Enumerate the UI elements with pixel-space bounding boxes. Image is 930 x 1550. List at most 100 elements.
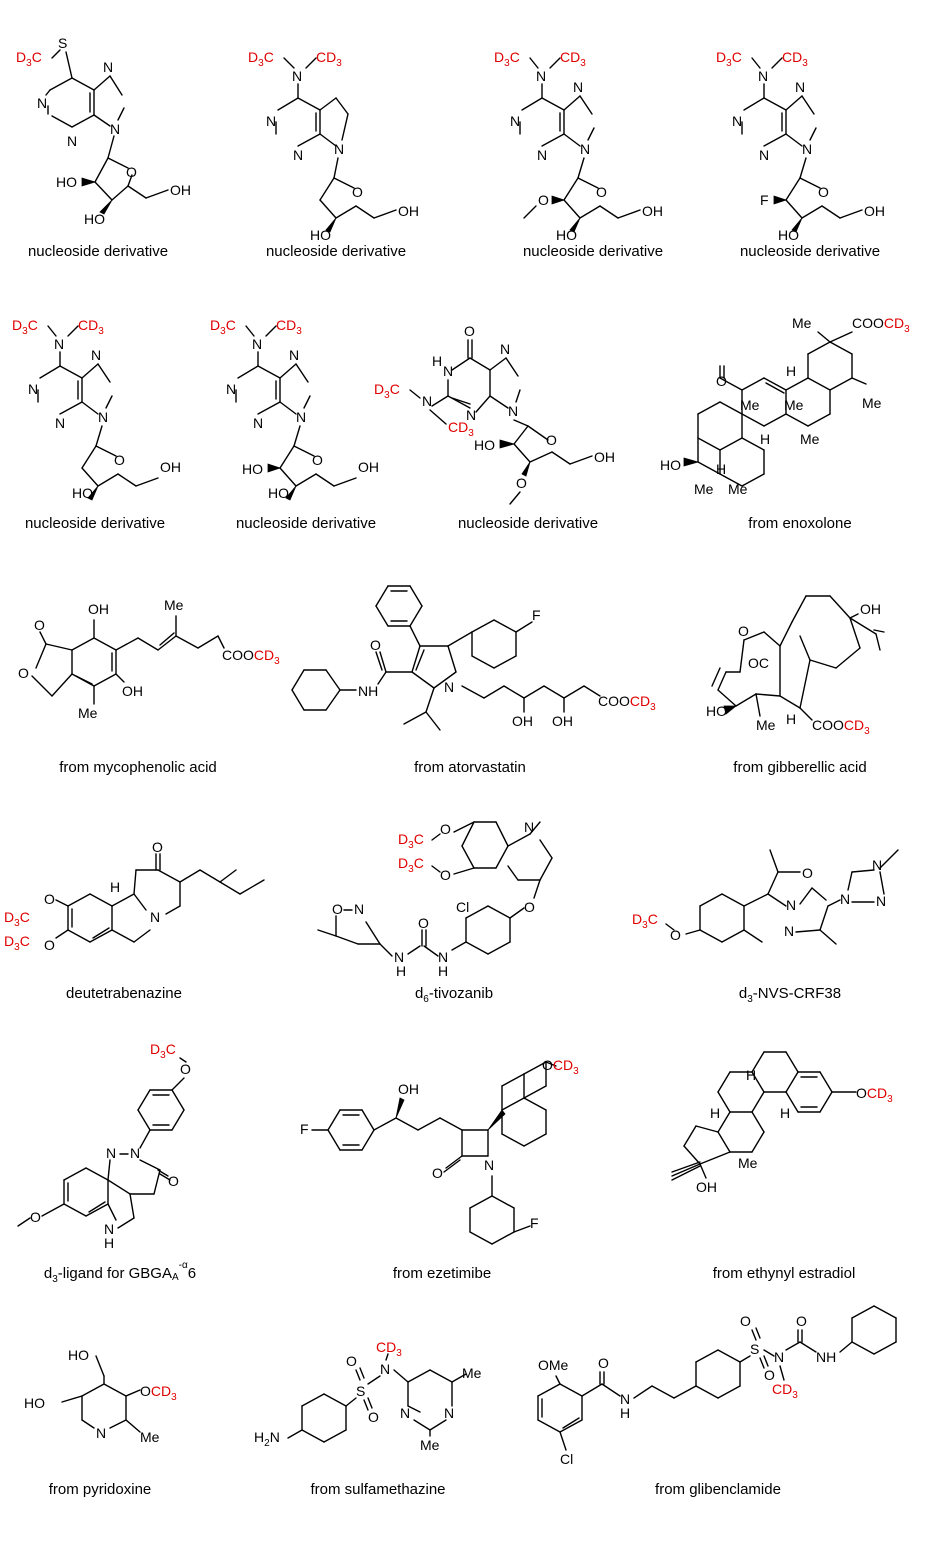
label-oh: OH: [398, 203, 419, 219]
caption-18: from pyridoxine: [49, 1481, 152, 1498]
label-me: Me: [140, 1429, 160, 1445]
structure-10: N F O NH COOCD3 OH OH from atorvastatin: [291, 585, 656, 776]
label-n: N: [296, 409, 306, 425]
structure-18: HO N OCD3 Me HO from pyridoxine: [24, 1347, 177, 1498]
label-coo: COOCD3: [852, 315, 910, 335]
label-n: N: [266, 113, 276, 129]
label-d3c: D3C: [398, 855, 424, 875]
label-cl: Cl: [560, 1451, 573, 1467]
label-n: N: [466, 407, 476, 423]
label-oh: OH: [512, 713, 533, 729]
label-o: O: [598, 1355, 609, 1371]
label-n: N: [580, 141, 590, 157]
label-nh: NH: [358, 683, 378, 699]
label-n: N: [150, 909, 160, 925]
caption-4: nucleoside derivative: [740, 243, 880, 260]
structure-11: OH O OC HO Me H COOCD3 from gibberellic …: [706, 595, 885, 776]
label-o: O: [370, 637, 381, 653]
label-oh: OH: [642, 203, 663, 219]
label-d3c: D3C: [248, 49, 274, 69]
label-o: O: [352, 184, 363, 200]
label-n: N: [795, 79, 805, 95]
label-ho: HO: [68, 1347, 89, 1363]
label-s: S: [356, 1383, 365, 1399]
label-me: Me: [784, 397, 804, 413]
label-n: N: [354, 901, 364, 917]
label-n: N: [620, 1391, 630, 1407]
label-o: O: [180, 1061, 191, 1077]
label-h: H: [620, 1405, 630, 1421]
label-n: N: [54, 336, 64, 352]
structure-12: O N H O D3C O D3C deutetrabenazine: [4, 839, 265, 1002]
label-oh: OH: [170, 182, 191, 198]
label-n: N: [289, 347, 299, 363]
label-cd3: CD3: [560, 49, 586, 69]
label-oh: OH: [88, 601, 109, 617]
label-n: N: [292, 68, 302, 84]
label-n: N: [37, 95, 47, 111]
label-o: O: [802, 865, 813, 881]
label-ho: HO: [56, 174, 77, 190]
label-h: H: [104, 1235, 114, 1251]
label-o: O: [738, 623, 749, 639]
label-n: N: [91, 347, 101, 363]
label-me: Me: [694, 481, 714, 497]
label-h: H: [432, 353, 442, 369]
caption-10: from atorvastatin: [414, 759, 526, 776]
label-coo: COOCD3: [222, 647, 280, 667]
label-d3c: D3C: [150, 1041, 176, 1061]
label-coo: COOCD3: [598, 693, 656, 713]
label-n: N: [443, 363, 453, 379]
label-n: N: [104, 1221, 114, 1237]
label-n: N: [774, 1349, 784, 1365]
label-o: O: [670, 927, 681, 943]
label-o: O: [440, 867, 451, 883]
label-n: N: [573, 79, 583, 95]
label-o: O: [464, 323, 475, 339]
caption-20: from glibenclamide: [655, 1481, 781, 1498]
label-n: N: [28, 381, 38, 397]
label-o: O: [18, 665, 29, 681]
label-h: H: [110, 879, 120, 895]
label-ocd3: OCD3: [856, 1085, 893, 1105]
label-o: O: [716, 373, 727, 389]
label-n: N: [732, 113, 742, 129]
caption-16: from ezetimibe: [393, 1265, 491, 1282]
structure-5: D3C N CD3 N N N N O HO OH nucleoside der…: [12, 317, 181, 532]
label-h: H: [716, 461, 726, 477]
label-o: O: [312, 452, 323, 468]
label-o: O: [346, 1353, 357, 1369]
label-o: O: [546, 432, 557, 448]
caption-14: d3-NVS-CRF38: [739, 985, 841, 1005]
label-oh: OH: [160, 459, 181, 475]
label-h2n: H2N: [254, 1429, 280, 1449]
label-cd3: CD3: [448, 419, 474, 439]
label-me: Me: [740, 397, 760, 413]
label-n: N: [98, 409, 108, 425]
structure-19: H2N S O O N CD3 N N Me Me from sulfameth…: [254, 1339, 482, 1498]
label-n: N: [380, 1361, 390, 1377]
label-n: N: [253, 415, 263, 431]
label-me: Me: [728, 481, 748, 497]
label-d3c: D3C: [12, 317, 38, 337]
label-coo: COOCD3: [812, 717, 870, 737]
label-n: N: [394, 949, 404, 965]
label-ho: HO: [310, 227, 331, 243]
label-oh: OH: [552, 713, 573, 729]
label-n: N: [876, 893, 886, 909]
structure-15: D3C O N O N N H O d3-ligand for GBGAA-α6: [17, 1041, 196, 1285]
label-o: O: [332, 901, 343, 917]
label-me: Me: [420, 1437, 440, 1453]
label-h: H: [710, 1105, 720, 1121]
label-o: O: [34, 617, 45, 633]
label-d3c: D3C: [494, 49, 520, 69]
label-d3c: D3C: [16, 49, 42, 69]
label-n: N: [438, 949, 448, 965]
label-me: Me: [738, 1155, 758, 1171]
label-o: O: [44, 891, 55, 907]
label-s: S: [750, 1341, 759, 1357]
label-cd3: CD3: [276, 317, 302, 337]
structure-14: D3C O O N N N N N d3-NVS-CRF38: [632, 849, 899, 1005]
label-o: O: [368, 1409, 379, 1425]
